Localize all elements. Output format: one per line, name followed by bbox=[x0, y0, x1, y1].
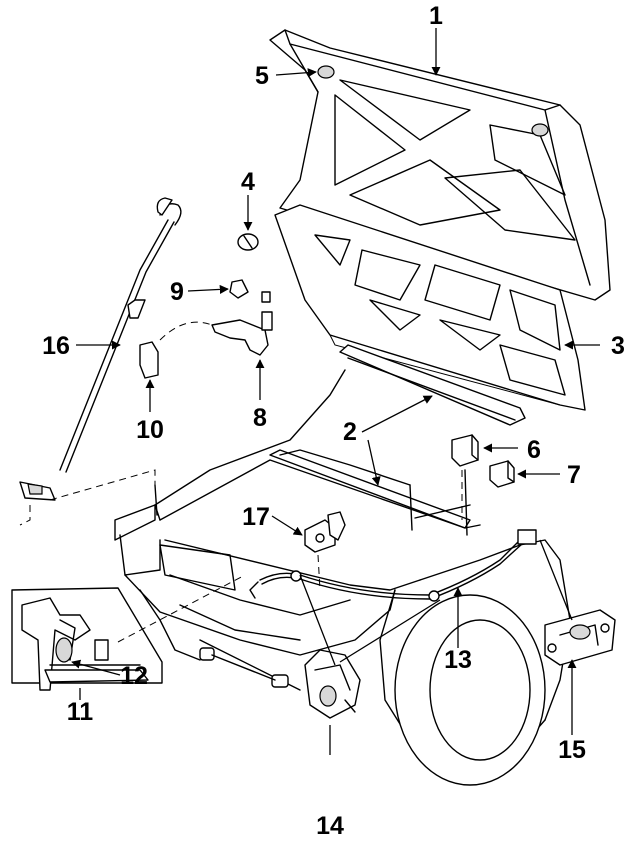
callout-10: 10 bbox=[136, 416, 164, 444]
callout-13: 13 bbox=[444, 646, 472, 674]
callout-4: 4 bbox=[241, 168, 255, 196]
callout-7: 7 bbox=[567, 461, 581, 489]
callout-8: 8 bbox=[253, 404, 267, 432]
callout-15: 15 bbox=[558, 736, 586, 764]
release-cable bbox=[249, 529, 537, 602]
callout-3: 3 bbox=[611, 332, 625, 360]
latch-bracket bbox=[544, 609, 616, 666]
hood-panel bbox=[269, 29, 611, 301]
callout-17: 17 bbox=[242, 503, 270, 531]
hood-insulator bbox=[274, 204, 586, 411]
callout-6: 6 bbox=[527, 436, 541, 464]
bumper-6 bbox=[451, 434, 479, 520]
latch-inset bbox=[11, 574, 246, 691]
callout-14: 14 bbox=[316, 812, 344, 840]
hood-prop-rod bbox=[19, 197, 182, 526]
callout-11: 11 bbox=[67, 698, 94, 726]
safety-catch bbox=[304, 511, 346, 591]
callout-16: 16 bbox=[42, 332, 70, 360]
callout-2: 2 bbox=[343, 418, 357, 446]
callout-1: 1 bbox=[429, 2, 443, 30]
callout-9: 9 bbox=[170, 278, 184, 306]
callout-12: 12 bbox=[120, 662, 148, 690]
callout-5: 5 bbox=[255, 62, 269, 90]
release-handle bbox=[159, 311, 273, 356]
leader-lines bbox=[71, 28, 600, 755]
retainer bbox=[229, 279, 271, 303]
grommet bbox=[139, 341, 159, 379]
weatherstrip bbox=[269, 344, 526, 529]
hood-latch bbox=[304, 649, 361, 719]
clip bbox=[237, 233, 259, 251]
callout-labels: 1 5 4 9 16 3 10 8 2 6 7 17 12 13 11 15 1… bbox=[42, 2, 625, 840]
vehicle-front bbox=[114, 369, 571, 786]
bumper-7 bbox=[489, 460, 515, 488]
